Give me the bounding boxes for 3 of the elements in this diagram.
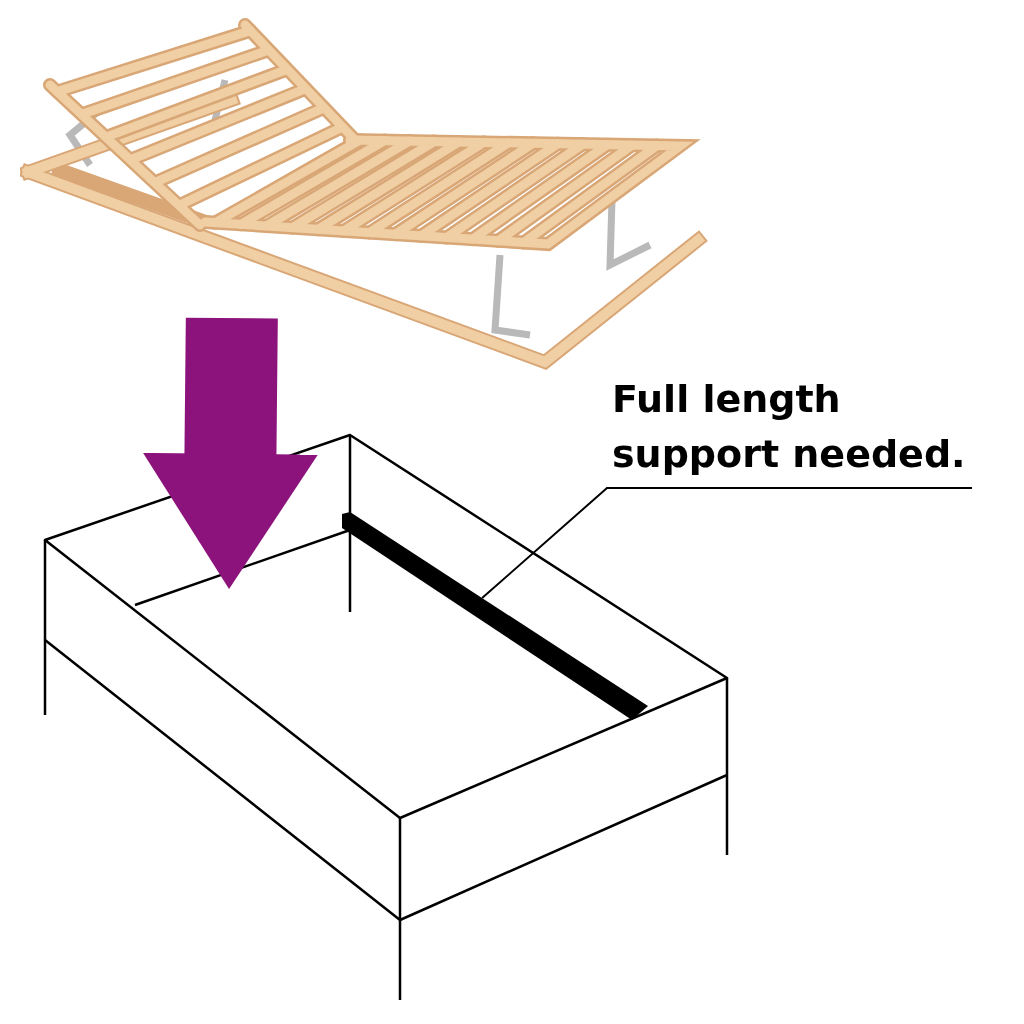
arrow: [143, 317, 318, 590]
callout-text: Full length support needed.: [612, 372, 1017, 484]
leader-line: [481, 487, 974, 600]
